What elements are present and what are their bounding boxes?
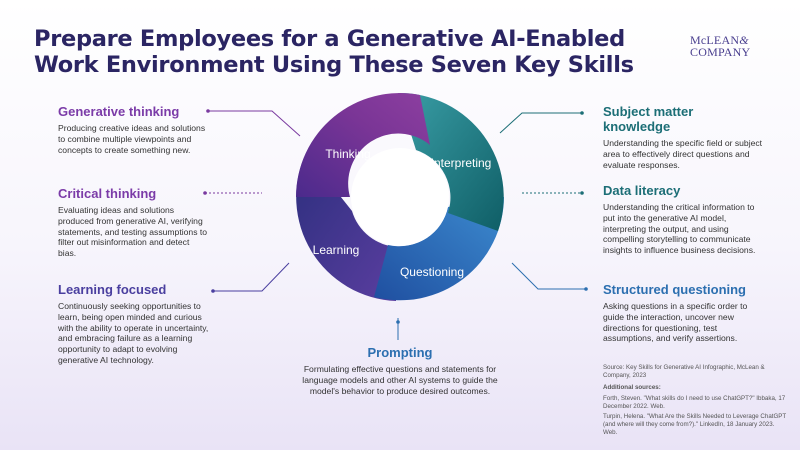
- source-reference: Forth, Steven. "What skills do I need to…: [603, 394, 786, 410]
- skill-learning-focused: Learning focused Continuously seeking op…: [58, 282, 210, 366]
- connector-dot-prompting: [396, 320, 400, 324]
- skill-description: Evaluating ideas and solutions produced …: [58, 205, 208, 259]
- company-logo: McLEAN& COMPANY: [690, 34, 780, 58]
- connector-structured: [511, 262, 586, 290]
- logo-line-2: COMPANY: [690, 45, 751, 59]
- sources-block: Source: Key Skills for Generative AI Inf…: [603, 364, 788, 438]
- ring-center: [351, 148, 449, 246]
- title-line-1: Prepare Employees for a Generative AI-En…: [34, 26, 625, 52]
- skill-title: Generative thinking: [58, 104, 180, 119]
- additional-sources-heading: Additional sources:: [603, 384, 661, 392]
- skill-title: Critical thinking: [58, 186, 157, 201]
- connector-dot-structured: [584, 287, 588, 291]
- ring-label-questioning: Questioning: [400, 265, 464, 279]
- connector-dot-subject: [580, 111, 584, 115]
- ring-label-interpreting: Interpreting: [431, 156, 492, 170]
- title-line-2: Work Environment Using These Seven Key S…: [34, 52, 634, 78]
- connector-lines: [203, 109, 588, 340]
- skill-description: Asking questions in a specific order to …: [603, 301, 748, 344]
- skill-generative-thinking: Generative thinking Producing creative i…: [58, 104, 208, 155]
- ring-segment-thinking: [296, 93, 430, 197]
- connector-learning: [213, 262, 290, 292]
- connector-subject: [499, 112, 582, 134]
- ring-segment-questioning: [374, 197, 504, 301]
- connector-dot-learning: [211, 289, 215, 293]
- skill-title: Prompting: [367, 345, 433, 360]
- skill-title-line-1: Subject matter: [603, 104, 694, 119]
- source-reference: Turpin, Helena. "What Are the Skills Nee…: [603, 413, 787, 437]
- skill-description: Producing creative ideas and solutions t…: [58, 123, 206, 155]
- ring-label-thinking: Thinking: [325, 147, 370, 161]
- skill-title-line-2: knowledge: [603, 119, 671, 134]
- connector-dot-generative: [206, 109, 210, 113]
- logo-ampersand: &: [739, 33, 749, 47]
- skill-title: Structured questioning: [603, 282, 746, 297]
- skill-title: Learning focused: [58, 282, 167, 297]
- skill-description: Understanding the specific field or subj…: [603, 138, 763, 170]
- connector-dot-critical: [203, 191, 207, 195]
- page-title: Prepare Employees for a Generative AI-En…: [34, 26, 634, 78]
- skill-prompting: Prompting Formulating effective question…: [302, 345, 498, 396]
- skill-critical-thinking: Critical thinking Evaluating ideas and s…: [58, 186, 208, 259]
- connector-generative: [208, 110, 301, 137]
- skill-description: Continuously seeking opportunities to le…: [58, 301, 209, 365]
- connector-dot-data: [580, 191, 584, 195]
- skill-data-literacy: Data literacy Understanding the critical…: [603, 183, 765, 256]
- skill-structured-questioning: Structured questioning Asking questions …: [603, 282, 763, 344]
- skill-description: Understanding the critical information t…: [603, 202, 756, 256]
- logo-line-1: McLEAN: [690, 33, 740, 47]
- skill-description: Formulating effective questions and stat…: [302, 364, 498, 396]
- source-main: Source: Key Skills for Generative AI Inf…: [603, 364, 765, 380]
- skill-title: Data literacy: [603, 183, 681, 198]
- ring-label-learning: Learning: [313, 243, 360, 257]
